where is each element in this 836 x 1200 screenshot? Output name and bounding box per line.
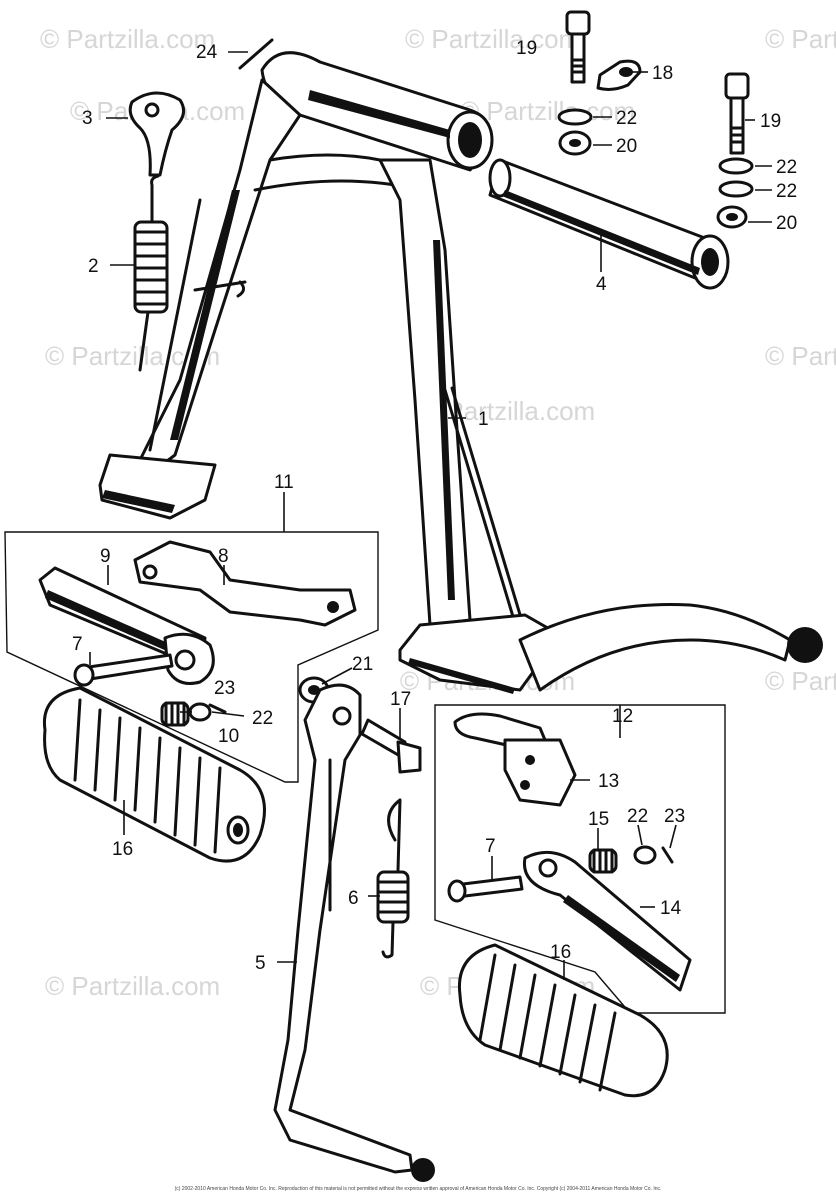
- side-stand-part: [273, 676, 435, 1182]
- callout-19: 19: [760, 111, 781, 132]
- callout-1: 1: [478, 409, 489, 430]
- watermark: © Partzilla.com: [40, 24, 215, 54]
- callout-22: 22: [627, 806, 648, 827]
- callout-labels: 24 3 2 4 1 11 9 8 7 23 22 10 16 21 17 12…: [72, 38, 797, 974]
- callout-6: 6: [348, 888, 359, 909]
- callout-4: 4: [596, 274, 607, 295]
- callout-22: 22: [252, 708, 273, 729]
- callout-7: 7: [72, 634, 83, 655]
- callout-16: 16: [112, 839, 133, 860]
- callout-10: 10: [218, 726, 239, 747]
- watermark: © Partzilla.com: [45, 971, 220, 1001]
- callout-20: 20: [776, 213, 797, 234]
- callout-9: 9: [100, 546, 111, 567]
- callout-23: 23: [214, 678, 235, 699]
- callout-22: 22: [776, 181, 797, 202]
- pivot-shaft-part: [488, 158, 730, 290]
- leader-lines: [89, 51, 772, 980]
- callout-17: 17: [390, 689, 411, 710]
- watermark: © Partzilla.com: [460, 96, 635, 126]
- callout-3: 3: [82, 108, 93, 129]
- callout-14: 14: [660, 898, 682, 919]
- callout-23: 23: [664, 806, 685, 827]
- callout-22: 22: [616, 108, 637, 129]
- callout-16: 16: [550, 942, 571, 963]
- stand-spring-part: [133, 174, 169, 372]
- callout-22: 22: [776, 157, 797, 178]
- callout-5: 5: [255, 953, 266, 974]
- callout-21: 21: [352, 654, 373, 675]
- watermark: © Partzilla.com: [765, 341, 836, 371]
- spring-hook-plate-part: [128, 91, 186, 177]
- callout-11: 11: [274, 472, 294, 493]
- callout-18: 18: [652, 63, 673, 84]
- callout-13: 13: [598, 771, 619, 792]
- callout-15: 15: [588, 809, 609, 830]
- main-stand-part: [98, 38, 823, 694]
- callout-8: 8: [218, 546, 229, 567]
- watermark: © Partzilla.com: [765, 666, 836, 696]
- callout-2: 2: [88, 256, 99, 277]
- right-footpeg-assembly: [434, 704, 726, 1098]
- watermark: © Partzilla.com: [405, 24, 580, 54]
- callout-19: 19: [516, 38, 537, 59]
- left-footpeg-assembly: [4, 531, 379, 863]
- watermark: © Partzilla.com: [765, 24, 836, 54]
- fasteners-top-right: [557, 10, 754, 229]
- callout-24: 24: [196, 42, 218, 63]
- callout-20: 20: [616, 136, 637, 157]
- copyright-notice: (c) 2002-2010 American Honda Motor Co. I…: [175, 1186, 662, 1192]
- callout-12: 12: [612, 706, 633, 727]
- callout-7: 7: [485, 836, 496, 857]
